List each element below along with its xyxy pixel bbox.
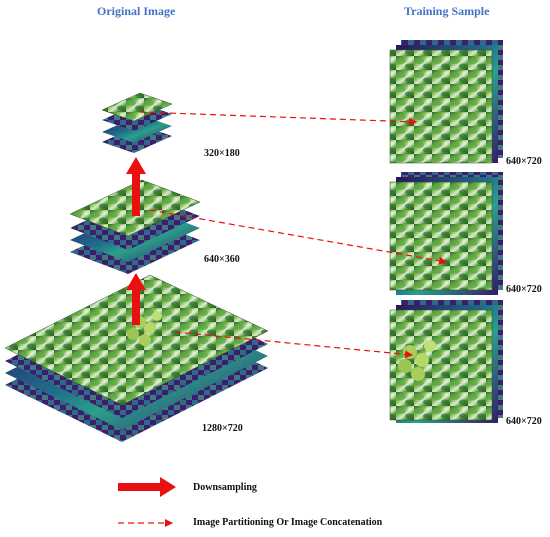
training-sample-top (389, 40, 503, 164)
dashed-arrow-medium (149, 209, 447, 265)
training-sample-bottom (389, 300, 503, 423)
label-small-resolution: 320×180 (204, 148, 240, 159)
header-training-sample: Training Sample (404, 4, 490, 18)
downsampling-arrow-1 (126, 157, 146, 216)
label-sample-middle: 640×720 (506, 284, 542, 295)
pyramid-level-large (4, 274, 269, 442)
training-sample-middle (389, 172, 503, 295)
pyramid-level-small (101, 92, 173, 153)
pyramid-level-medium (69, 179, 201, 274)
label-large-resolution: 1280×720 (202, 423, 243, 434)
legend-partition-label: Image Partitioning Or Image Concatenatio… (193, 517, 383, 528)
label-sample-bottom: 640×720 (506, 416, 542, 427)
label-sample-top: 640×720 (506, 156, 542, 167)
legend-solid-arrow-icon (118, 477, 176, 497)
grape-cluster (127, 311, 162, 346)
dashed-arrow-small (139, 111, 417, 126)
label-medium-resolution: 640×360 (204, 254, 240, 265)
header-original-image: Original Image (97, 4, 176, 18)
downsampling-arrow-2 (126, 273, 146, 325)
legend-downsampling-label: Downsampling (193, 482, 257, 493)
